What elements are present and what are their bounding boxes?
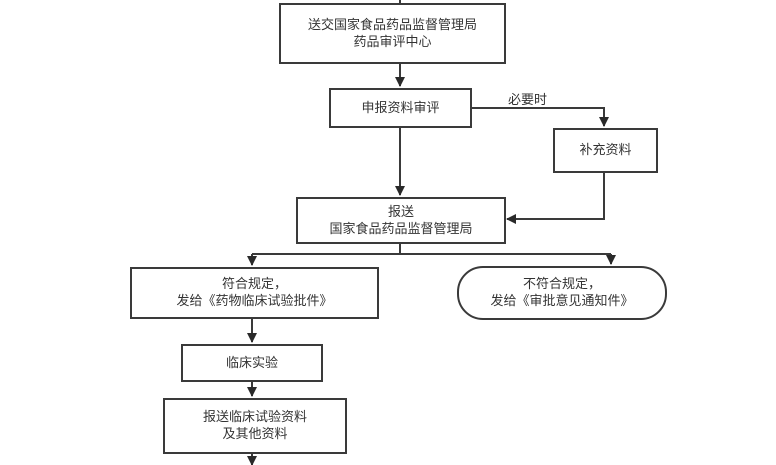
node-application-review: 申报资料审评: [329, 88, 472, 128]
node-text-line: 符合规定，: [221, 277, 287, 292]
node-approved: 符合规定， 发给《药物临床试验批件》: [130, 267, 379, 319]
node-text-line: 国家食品药品监督管理局: [329, 221, 473, 237]
node-clinical-trial: 临床实验: [181, 344, 323, 382]
edge-report-sfda-split: [252, 243, 611, 255]
node-rejected: 不符合规定， 发给《审批意见通知件》: [457, 266, 667, 320]
node-text-line: 临床实验: [225, 355, 278, 371]
node-submit-to-review-center: 送交国家食品药品监督管理局 药品审评中心: [279, 3, 506, 64]
edge-review-to-supplement: [471, 107, 609, 127]
node-text-line: 申报资料审评: [361, 100, 440, 116]
node-report-trial-data: 报送临床试验资料 及其他资料: [163, 398, 347, 454]
node-text-line: 发给《审批意见通知件》: [490, 294, 634, 309]
node-text-line: 报送临床试验资料: [202, 410, 307, 425]
node-supplement-materials: 补充资料: [553, 128, 658, 173]
edge-supplement-to-report-sfda: [506, 172, 605, 224]
edge-label-when-necessary: 必要时: [508, 93, 548, 108]
node-report-to-sfda: 报送 国家食品药品监督管理局: [296, 197, 506, 244]
node-text-line: 不符合规定，: [522, 277, 601, 292]
node-text-line: 送交国家食品药品监督管理局: [307, 17, 477, 33]
node-text-line: 发给《药物临床试验批件》: [176, 294, 333, 309]
node-text-line: 药品审评中心: [353, 34, 432, 50]
node-text-line: 及其他资料: [222, 427, 288, 442]
node-text-line: 补充资料: [579, 143, 632, 158]
node-text-line: 报送: [387, 204, 414, 220]
